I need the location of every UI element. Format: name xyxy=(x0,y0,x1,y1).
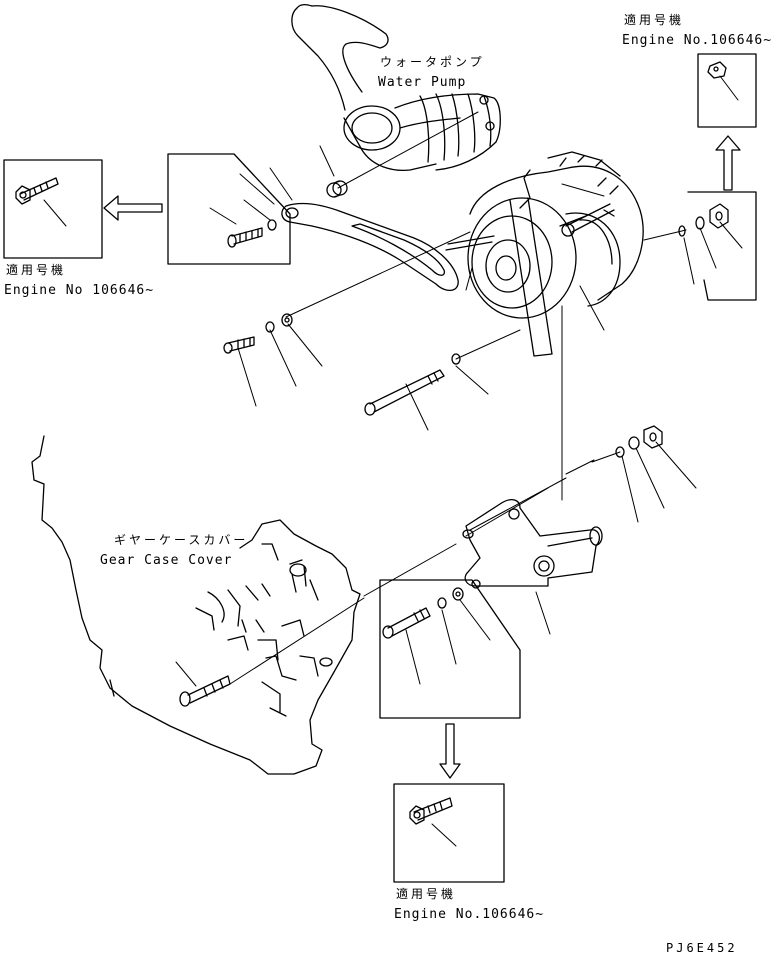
applicability-bottom-en: Engine No.106646~ xyxy=(394,907,544,922)
gear-case-label-jp: ギヤーケースカバー xyxy=(114,533,248,547)
drawing-code: PJ6E452 xyxy=(666,941,738,955)
leader-lines xyxy=(175,145,743,687)
adjusting-bracket xyxy=(281,202,459,291)
applicability-bottom-jp: 適用号機 xyxy=(396,886,456,901)
applicability-left-jp: 適用号機 xyxy=(6,262,66,277)
gear-case-label-en: Gear Case Cover xyxy=(100,553,232,568)
arrow-down xyxy=(439,723,461,779)
detail-box-bracket xyxy=(167,153,291,265)
fasteners xyxy=(179,203,729,707)
applicability-left-en: Engine No 106646~ xyxy=(4,283,154,298)
mounting-bracket xyxy=(462,498,603,589)
detail-box-right xyxy=(687,191,757,301)
spacer xyxy=(326,180,348,198)
arrow-left xyxy=(103,195,163,221)
detail-box-bottom-bolts xyxy=(379,579,521,719)
detail-box-top-right xyxy=(697,53,757,128)
water-pump-label-en: Water Pump xyxy=(378,75,466,90)
detail-box-left xyxy=(3,159,103,259)
arrow-up xyxy=(715,135,741,191)
alternator xyxy=(445,151,644,357)
assembly-lines xyxy=(229,111,687,685)
water-pump-label-jp: ウォータポンプ xyxy=(380,55,485,69)
detail-box-bottom xyxy=(393,783,505,883)
applicability-top-right-jp: 適用号機 xyxy=(624,12,684,27)
gear-case-cover xyxy=(31,435,361,775)
water-pump xyxy=(291,4,501,172)
applicability-top-right-en: Engine No.106646~ xyxy=(622,33,772,48)
